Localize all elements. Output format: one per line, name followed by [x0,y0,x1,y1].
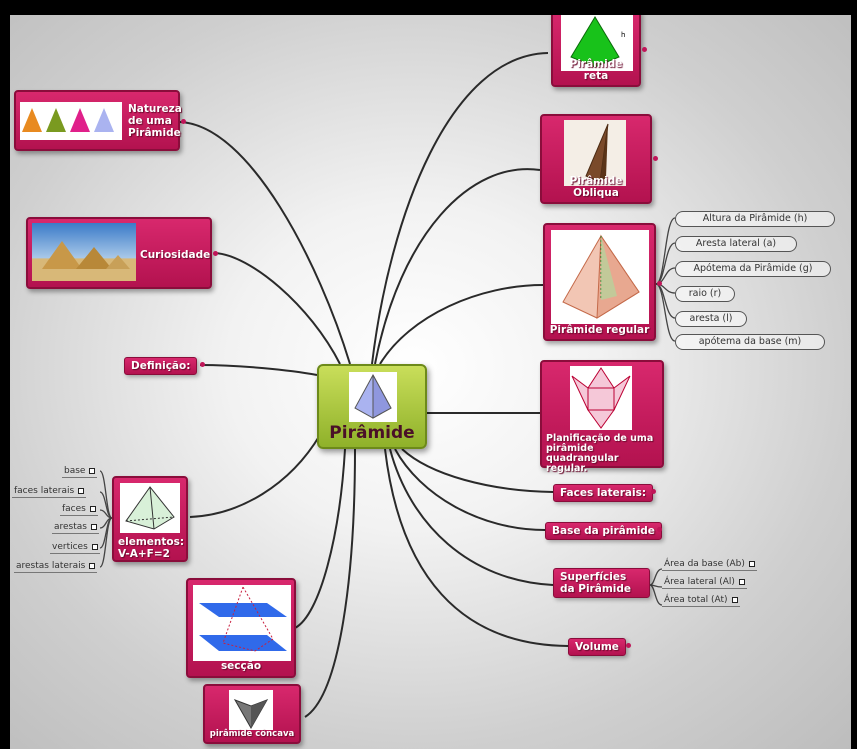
pill-altura[interactable]: Altura da Pirâmide (h) [675,211,835,227]
central-node[interactable]: Pirâmide [317,364,427,449]
node-label: Pirâmide regular [549,324,650,336]
expander-dot[interactable] [657,281,662,286]
section-planes-image [193,585,291,661]
leaf-area-base[interactable]: Área da base (Ab) [662,558,757,571]
node-piramide-concava[interactable]: pirâmide côncava [203,684,301,744]
collapse-toggle-icon[interactable] [89,562,96,569]
node-label: Planificação de uma pirâmide quadrangula… [546,433,654,474]
pill-label: apótema da base (m) [698,336,802,347]
node-superficies[interactable]: Superfícies da Pirâmide [553,568,650,598]
collapse-toggle-icon[interactable] [738,578,745,585]
node-base-piramide[interactable]: Base da pirâmide [545,522,662,540]
green-pyramid-image: h [561,15,633,71]
node-piramide-reta[interactable]: h Pirâmide reta [551,15,641,87]
colored-pyramids-image [20,102,122,140]
regular-pyramid-diagram [551,230,649,324]
central-title: Pirâmide [329,423,415,443]
node-volume[interactable]: Volume [568,638,626,656]
node-label: Curiosidade [140,249,211,261]
node-curiosidade[interactable]: Curiosidade [26,217,212,289]
net-diagram-image [570,366,632,430]
leaf-faces[interactable]: faces [60,503,98,516]
node-label: elementos: V-A+F=2 [118,536,185,560]
node-definicao[interactable]: Definição: [124,357,198,375]
expander-dot[interactable] [200,362,205,367]
pill-label: Altura da Pirâmide (h) [702,213,808,224]
collapse-toggle-icon[interactable] [731,596,738,603]
expander-dot[interactable] [651,489,656,494]
oblique-pyramid-image [564,120,626,186]
node-planificacao[interactable]: Planificação de uma pirâmide quadrangula… [540,360,664,474]
pill-apotema-piramide[interactable]: Apótema da Pirâmide (g) [675,261,831,277]
leaf-label: Área da base (Ab) [664,559,745,569]
collapse-toggle-icon[interactable] [89,467,96,474]
node-seccao[interactable]: secção [186,578,296,678]
expander-dot[interactable] [642,47,647,52]
node-faces-laterais[interactable]: Faces laterais: [553,484,654,502]
leaf-faces-laterais[interactable]: faces laterais [12,485,87,498]
node-piramide-obliqua[interactable]: Pirâmide Obliqua [540,114,652,204]
leaf-label: faces [62,504,86,514]
connector-lines [99,52,676,718]
pill-label: Aresta lateral (a) [695,238,777,249]
pill-aresta-lateral[interactable]: Aresta lateral (a) [675,236,797,252]
giza-pyramids-image [32,223,136,281]
expander-dot[interactable] [181,119,186,124]
pill-label: raio (r) [688,288,722,299]
wireframe-pyramid-image [120,483,180,533]
concave-pyramid-image [229,690,273,730]
node-label: Pirâmide reta [569,58,623,82]
leaf-label: vertices [52,542,88,552]
pyramid-image [349,372,397,422]
pill-aresta[interactable]: aresta (l) [675,311,747,327]
pill-apotema-base[interactable]: apótema da base (m) [675,334,825,350]
leaf-label: Área total (At) [664,595,728,605]
pill-raio[interactable]: raio (r) [675,286,735,302]
leaf-label: arestas [54,522,87,532]
node-label: secção [220,660,262,672]
collapse-toggle-icon[interactable] [78,487,85,494]
node-label: Pirâmide Obliqua [569,175,623,199]
leaf-arestas-laterais[interactable]: arestas laterais [14,560,98,573]
node-elementos[interactable]: elementos: V-A+F=2 [112,476,188,562]
pill-label: aresta (l) [689,313,733,324]
collapse-toggle-icon[interactable] [91,543,98,550]
expander-dot[interactable] [213,251,218,256]
pill-label: Apótema da Pirâmide (g) [693,263,813,274]
leaf-label: arestas laterais [16,561,86,571]
leaf-area-total[interactable]: Área total (At) [662,594,740,607]
leaf-label: base [64,466,86,476]
mind-map-canvas: Pirâmide h Pirâmide reta Pirâmide Obliqu… [10,15,851,749]
leaf-vertices[interactable]: vertices [50,541,100,554]
collapse-toggle-icon[interactable] [90,523,97,530]
leaf-arestas[interactable]: arestas [52,521,99,534]
leaf-base[interactable]: base [62,465,98,478]
leaf-label: faces laterais [14,486,75,496]
leaf-area-lateral[interactable]: Área lateral (Al) [662,576,747,589]
expander-dot[interactable] [657,527,662,532]
expander-dot[interactable] [626,643,631,648]
node-natureza[interactable]: Natureza de uma Pirâmide [14,90,182,151]
node-piramide-regular[interactable]: Pirâmide regular [543,223,656,341]
node-label: pirâmide côncava [209,729,295,739]
collapse-toggle-icon[interactable] [89,505,96,512]
svg-text:h: h [621,31,625,39]
leaf-label: Área lateral (Al) [664,577,735,587]
collapse-toggle-icon[interactable] [748,560,755,567]
node-label: Natureza de uma Pirâmide [128,103,182,139]
expander-dot[interactable] [653,156,658,161]
